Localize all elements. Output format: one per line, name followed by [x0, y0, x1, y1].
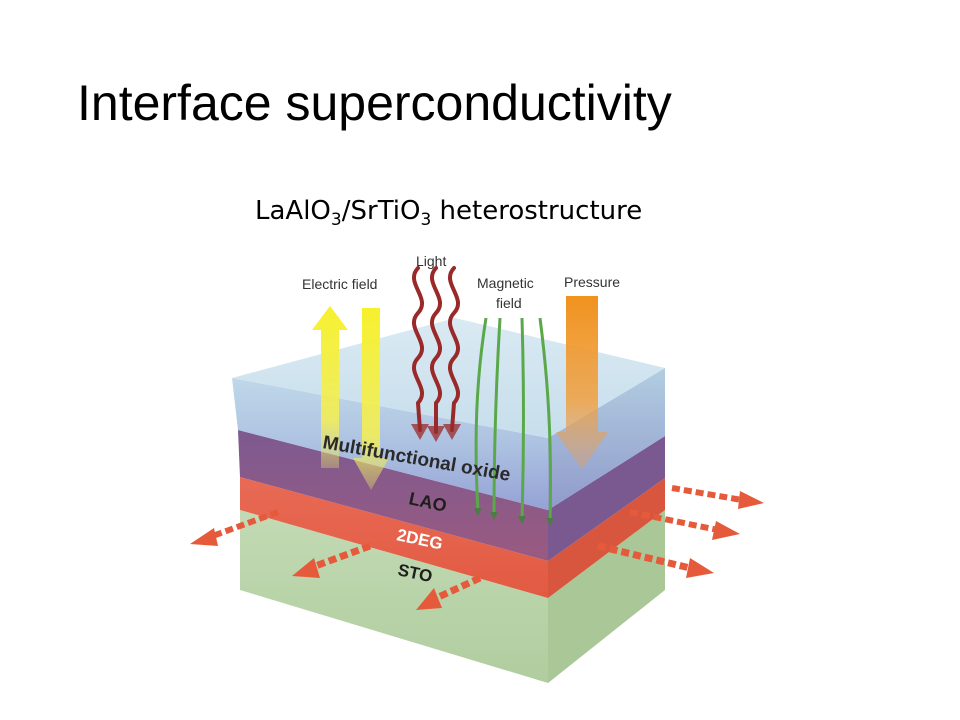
electric-field-label: Electric field: [302, 276, 377, 292]
magnetic-field-label-line1: Magnetic: [477, 275, 534, 291]
subtitle-text: heterostructure: [431, 196, 643, 226]
magnetic-line-1: [473, 317, 488, 516]
magnetic-line-2: [490, 317, 502, 520]
current-arrow-front: [416, 574, 482, 610]
light-arrowheads: [411, 424, 461, 442]
magnetic-line-4: [538, 317, 555, 526]
current-arrow-right-3: [597, 542, 714, 578]
current-arrow-front-left: [292, 542, 372, 578]
lao-front-face: [238, 430, 548, 561]
light-waves: [411, 266, 461, 434]
magnetic-line-3: [518, 317, 527, 524]
twodeg-right-face: [548, 478, 665, 598]
subtitle-formula-part2: /SrTiO: [341, 196, 421, 226]
lao-right-face: [548, 436, 665, 561]
current-arrow-left: [190, 509, 280, 546]
light-wave-3: [447, 266, 461, 432]
slide-subtitle: LaAlO3/SrTiO3 heterostructure: [255, 196, 642, 230]
current-arrows: [190, 485, 764, 610]
oxide-top-face: [232, 318, 665, 438]
magnetic-field-label-line2: field: [496, 295, 522, 311]
pressure-arrow: [556, 296, 608, 470]
multifunctional-oxide-layer: [232, 318, 665, 510]
subtitle-formula-part1: LaAlO: [255, 196, 331, 226]
twodeg-layer: [240, 477, 665, 598]
current-arrow-right-1: [671, 485, 764, 509]
current-arrow-right-2: [629, 509, 740, 540]
oxide-front-face: [232, 378, 548, 510]
light-wave-2: [429, 266, 443, 434]
light-label: Light: [416, 253, 446, 269]
magnetic-field-lines: [473, 317, 555, 526]
subtitle-formula-subscript2: 3: [420, 210, 432, 230]
sto-front-face: [240, 510, 548, 683]
electric-field-down-arrow: [353, 308, 389, 490]
lao-layer: [238, 430, 665, 561]
slide-title: Interface superconductivity: [77, 75, 672, 131]
light-wave-1: [411, 266, 425, 432]
subtitle-formula-subscript1: 3: [330, 210, 342, 230]
oxide-right-face: [548, 368, 665, 510]
twodeg-front-face: [240, 477, 548, 598]
electric-field-up-arrow: [312, 306, 348, 468]
electric-field-arrows: [312, 306, 389, 490]
pressure-label: Pressure: [564, 274, 620, 290]
